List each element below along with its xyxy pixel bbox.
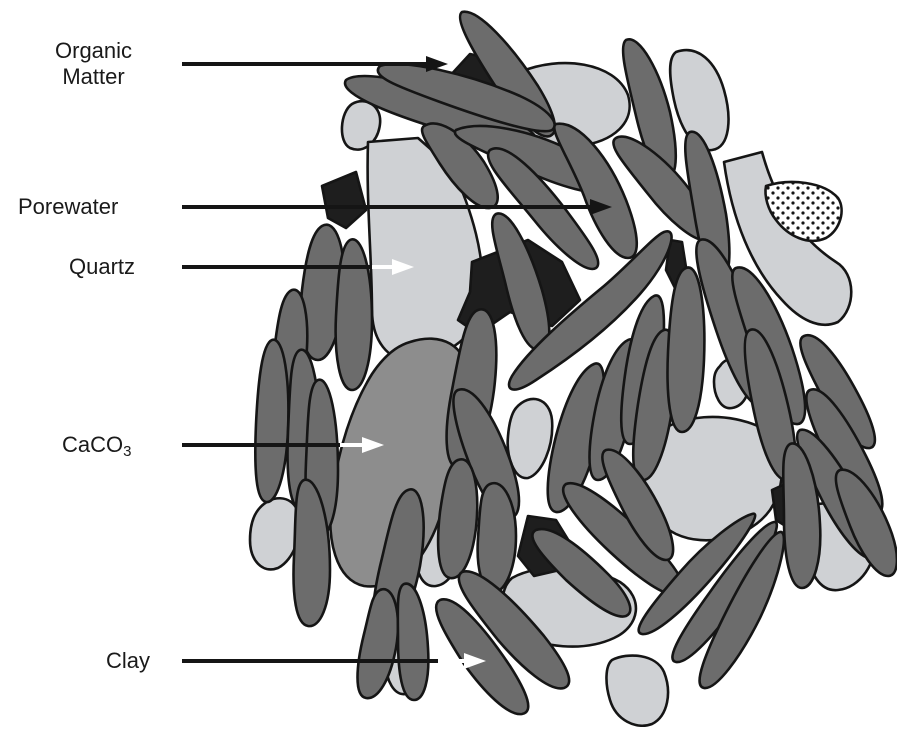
label-caco3-subscript: 3: [123, 443, 131, 460]
organic-grain: [322, 172, 366, 228]
clay-grain: [336, 239, 372, 390]
clay-arrow: [182, 653, 486, 669]
label-organic-matter: Organic Matter: [55, 38, 132, 90]
quartz-grain: [606, 656, 668, 726]
clay-grain: [668, 267, 705, 432]
clay-grain: [398, 584, 429, 700]
label-caco3-main: CaCO: [62, 432, 123, 457]
label-porewater: Porewater: [18, 194, 118, 220]
clay-grain: [478, 483, 516, 592]
label-quartz: Quartz: [69, 254, 135, 280]
quartz-grain: [508, 399, 553, 478]
clay-grain: [255, 340, 288, 502]
label-organic-line1: Organic: [55, 38, 132, 64]
label-clay: Clay: [106, 648, 150, 674]
label-caco3: CaCO3: [62, 432, 131, 458]
label-organic-line2: Matter: [55, 64, 132, 90]
quartz-grain: [250, 498, 300, 569]
